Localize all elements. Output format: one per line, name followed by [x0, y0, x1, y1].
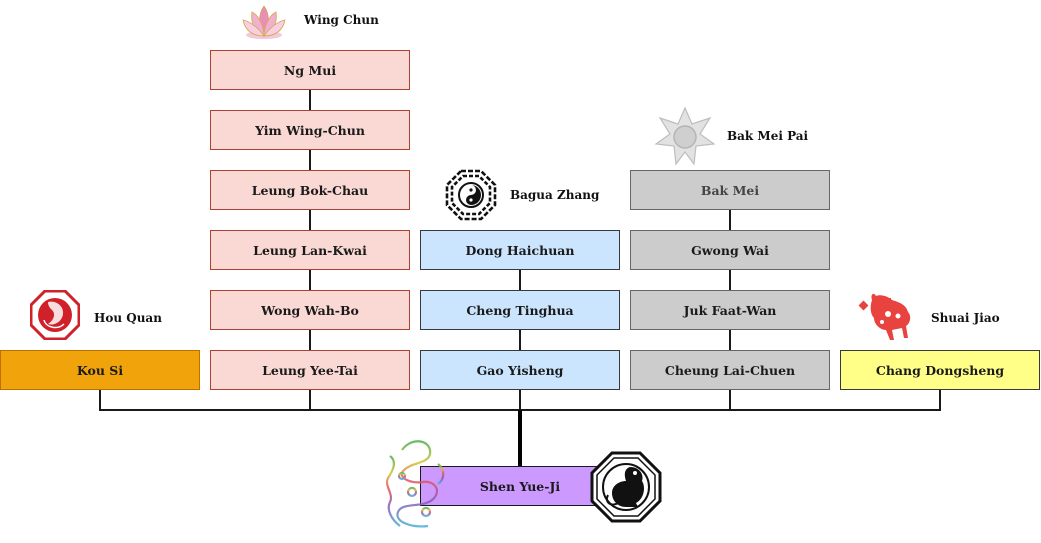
- node-gao-yisheng[interactable]: Gao Yisheng: [420, 350, 620, 390]
- node-leung-lan-kwai[interactable]: Leung Lan-Kwai: [210, 230, 410, 270]
- node-dong-haichuan[interactable]: Dong Haichuan: [420, 230, 620, 270]
- node-yim-wing-chun[interactable]: Yim Wing-Chun: [210, 110, 410, 150]
- node-leung-yee-tai[interactable]: Leung Yee-Tai: [210, 350, 410, 390]
- dragon-icon: [382, 436, 454, 538]
- style-label-shuai-jiao: Shuai Jiao: [931, 311, 1000, 325]
- node-kou-si[interactable]: Kou Si: [0, 350, 200, 390]
- node-juk-faat-wan[interactable]: Juk Faat-Wan: [630, 290, 830, 330]
- node-bak-mei[interactable]: Bak Mei: [630, 170, 830, 210]
- style-label-hou-quan: Hou Quan: [94, 311, 162, 325]
- ox-papercut-icon: [858, 290, 918, 350]
- node-ng-mui[interactable]: Ng Mui: [210, 50, 410, 90]
- bagua-yin-yang-icon: [444, 168, 498, 226]
- node-cheung-lai-chuen[interactable]: Cheung Lai-Chuen: [630, 350, 830, 390]
- monkey-octagon-icon: [590, 451, 662, 527]
- lotus-icon: [240, 2, 288, 44]
- style-label-bagua-zhang: Bagua Zhang: [510, 188, 600, 202]
- white-lotus-flower-icon: [654, 106, 716, 172]
- style-label-wing-chun: Wing Chun: [304, 13, 379, 27]
- node-gwong-wai[interactable]: Gwong Wai: [630, 230, 830, 270]
- style-label-bak-mei-pai: Bak Mei Pai: [727, 129, 809, 143]
- node-leung-bok-chau[interactable]: Leung Bok-Chau: [210, 170, 410, 210]
- monkey-emblem-icon: [29, 289, 81, 344]
- node-chang-dongsheng[interactable]: Chang Dongsheng: [840, 350, 1040, 390]
- node-cheng-tinghua[interactable]: Cheng Tinghua: [420, 290, 620, 330]
- node-wong-wah-bo[interactable]: Wong Wah-Bo: [210, 290, 410, 330]
